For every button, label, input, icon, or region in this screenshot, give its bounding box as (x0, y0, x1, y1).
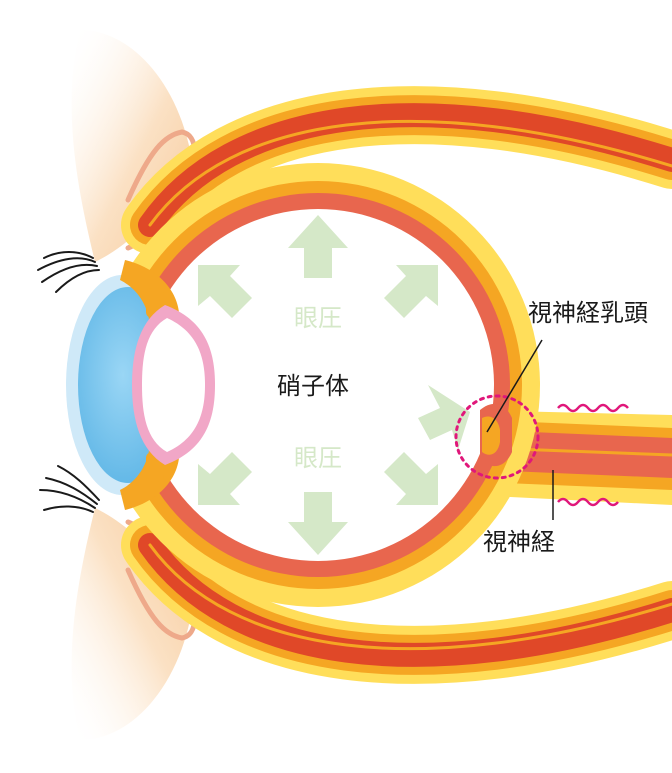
pressure-arrow-icon (288, 492, 348, 555)
optic-nerve-label: 視神経 (483, 528, 555, 556)
pressure-arrow-icon (288, 215, 348, 278)
lens (132, 305, 215, 465)
pressure-arrow-icon (198, 265, 252, 318)
optic-disc-leader-line (486, 339, 543, 433)
upper-eyelashes (37, 251, 100, 293)
pressure-arrow-icon (384, 265, 438, 318)
pressure-arrow-icon (384, 452, 438, 505)
lower-eye-muscle (121, 516, 672, 684)
pressure-arrow-icon (198, 452, 252, 505)
nerve-wave-icon (557, 403, 629, 413)
pressure-label-top: 眼圧 (294, 304, 342, 332)
optic-disc-label: 視神経乳頭 (528, 299, 648, 327)
nerve-wave-icon (557, 497, 619, 507)
pressure-label-bottom: 眼圧 (294, 444, 342, 472)
lower-eyelashes (39, 465, 100, 513)
vitreous-body-label: 硝子体 (277, 372, 349, 400)
optic-disc-marker (454, 394, 540, 480)
upper-eye-muscle (121, 86, 672, 254)
